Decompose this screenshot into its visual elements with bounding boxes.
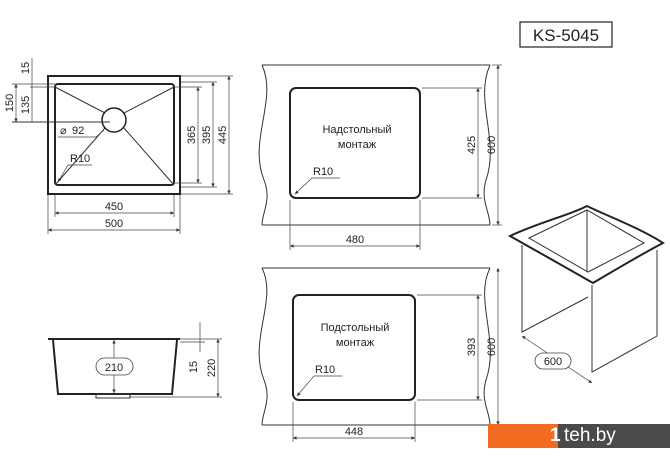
dim-365: 365	[186, 126, 198, 144]
dim-220: 220	[206, 359, 218, 377]
watermark-logo-mark: 1	[550, 425, 561, 446]
dim-395: 395	[201, 126, 213, 144]
drain-hole	[101, 107, 127, 133]
dim-15-side: 15	[188, 361, 200, 373]
sink-side-view: 210 15 220	[48, 322, 222, 399]
dim-393: 393	[466, 338, 478, 356]
dim-135: 135	[20, 96, 32, 114]
dim-600-bottom: 600	[486, 338, 498, 356]
watermark-bar: 1 teh.by	[488, 424, 670, 448]
dim-480: 480	[346, 234, 364, 246]
diameter-symbol: ⌀	[60, 125, 67, 137]
watermark-text: teh.by	[564, 425, 616, 446]
dim-600-cabinet: 600	[544, 356, 562, 368]
dim-500: 500	[105, 218, 123, 230]
overmount-label-1: Надстольный	[322, 124, 391, 136]
dim-450: 450	[105, 201, 123, 213]
overmount-radius: R10	[313, 166, 333, 178]
dim-425: 425	[466, 136, 478, 154]
undermount-label-1: Подстольный	[321, 322, 390, 334]
overmount-cutout-view: Надстольный монтаж R10 480 425 600	[258, 64, 502, 250]
dim-445: 445	[217, 126, 229, 144]
cabinet-isometric: 600	[507, 204, 665, 384]
dim-448: 448	[345, 426, 363, 438]
dim-15: 15	[20, 62, 32, 74]
overmount-label-2: монтаж	[338, 139, 377, 151]
model-title-box: KS-5045	[519, 21, 613, 48]
dim-600-top: 600	[486, 136, 498, 154]
dim-150: 150	[4, 94, 16, 112]
dim-92: 92	[72, 125, 84, 137]
dim-210: 210	[105, 362, 123, 374]
watermark-orange-block	[488, 424, 558, 448]
undermount-radius: R10	[315, 364, 335, 376]
radius-r10: R10	[70, 153, 90, 165]
undermount-label-2: монтаж	[336, 337, 375, 349]
sink-top-view: 450 500 365 395 445 15 135 150 ⌀ 92 R10	[4, 58, 233, 234]
model-title: KS-5045	[533, 26, 599, 45]
undermount-cutout-view: Подстольный монтаж R10 448 393 600	[258, 267, 500, 442]
